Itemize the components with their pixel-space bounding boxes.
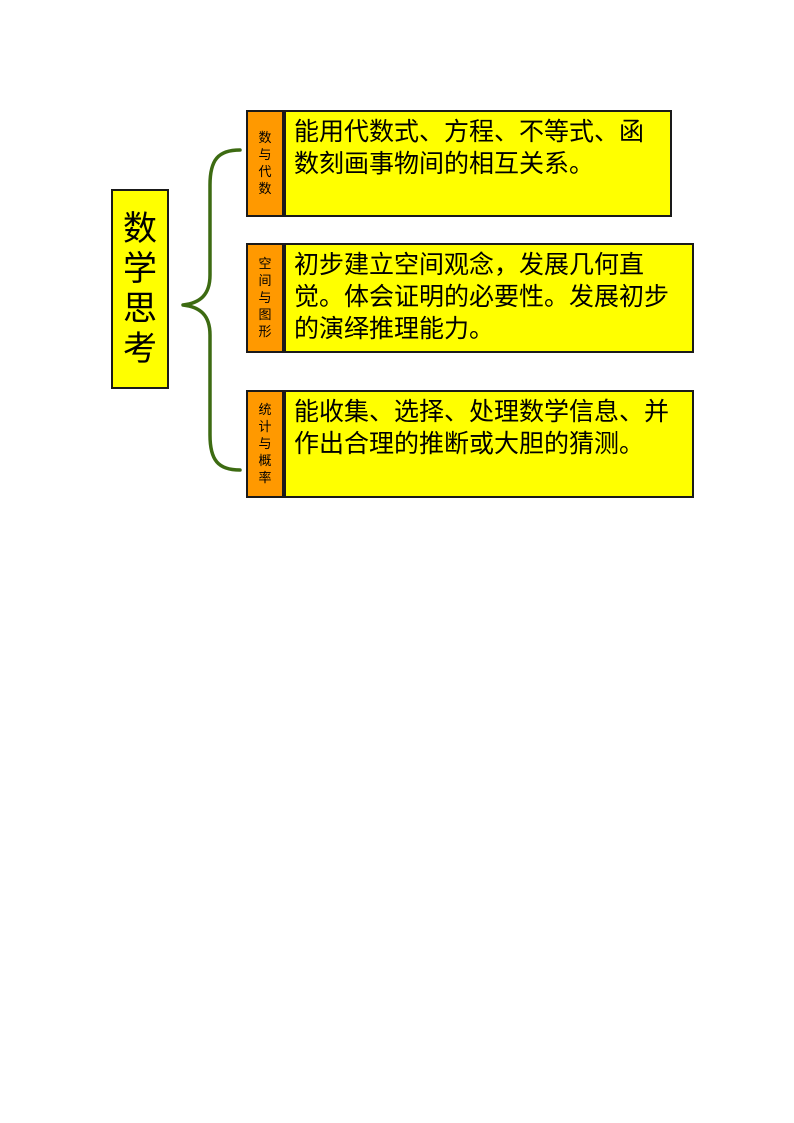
branch-tag-number-algebra: 数与代数 bbox=[246, 110, 284, 217]
branch-description-statistics-probability: 能收集、选择、处理数学信息、并作出合理的推断或大胆的猜测。 bbox=[284, 390, 694, 498]
branch-tag-statistics-probability: 统计与概率 bbox=[246, 390, 284, 498]
branch-description-space-geometry: 初步建立空间观念，发展几何直觉。体会证明的必要性。发展初步的演绎推理能力。 bbox=[284, 243, 694, 353]
main-topic-box: 数学思考 bbox=[111, 189, 169, 389]
branch-tag-label: 统计与概率 bbox=[258, 402, 272, 486]
branch-tag-space-geometry: 空间与图形 bbox=[246, 243, 284, 353]
curly-brace-connector bbox=[181, 148, 242, 472]
branch-description-number-algebra: 能用代数式、方程、不等式、函数刻画事物间的相互关系。 bbox=[284, 110, 672, 217]
branch-tag-label: 数与代数 bbox=[258, 130, 272, 197]
branch-tag-label: 空间与图形 bbox=[258, 256, 272, 340]
main-topic-title: 数学思考 bbox=[123, 209, 157, 369]
